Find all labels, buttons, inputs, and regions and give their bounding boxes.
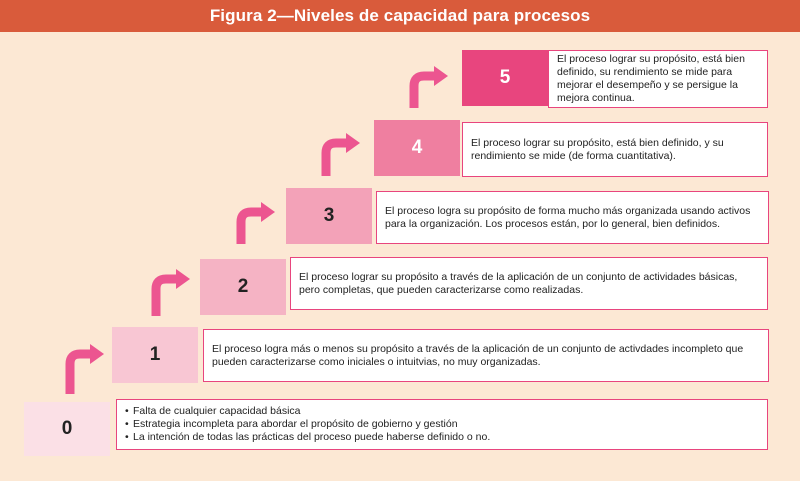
level-3-box: 3 bbox=[286, 188, 372, 244]
level-4-text: El proceso lograr su propósito, está bie… bbox=[471, 136, 724, 162]
arrow-icon-1-to-2 bbox=[151, 274, 176, 316]
arrow-icon-4-to-5 bbox=[409, 71, 434, 108]
staircase-arrows bbox=[65, 66, 448, 394]
arrow-head-icon-4-to-5 bbox=[434, 66, 448, 86]
level-0-bullet: La intención de todas las prácticas del … bbox=[125, 431, 490, 444]
arrow-head-icon-3-to-4 bbox=[346, 133, 360, 153]
figure-title: Figura 2—Niveles de capacidad para proce… bbox=[0, 0, 800, 32]
level-2-text: El proceso lograr su propósito a través … bbox=[299, 270, 738, 296]
arrow-head-icon-1-to-2 bbox=[176, 269, 190, 289]
arrow-head-icon-0-to-1 bbox=[90, 344, 104, 364]
arrow-head-icon-2-to-3 bbox=[261, 202, 275, 222]
level-0-bullet: Falta de cualquier capacidad básica bbox=[125, 405, 490, 418]
arrow-icon-2-to-3 bbox=[236, 207, 261, 244]
level-5-description: El proceso lograr su propósito, está bie… bbox=[548, 50, 768, 108]
level-1-box: 1 bbox=[112, 327, 198, 383]
level-0-description: Falta de cualquier capacidad básica Estr… bbox=[116, 399, 768, 450]
level-1-description: El proceso logra más o menos su propósit… bbox=[203, 329, 769, 382]
level-3-description: El proceso logra su propósito de forma m… bbox=[376, 191, 769, 244]
level-0-bullet: Estrategia incompleta para abordar el pr… bbox=[125, 418, 490, 431]
level-4-box: 4 bbox=[374, 120, 460, 176]
level-0-bullet-list: Falta de cualquier capacidad básica Estr… bbox=[125, 405, 490, 444]
level-0-box: 0 bbox=[24, 402, 110, 456]
level-2-description: El proceso lograr su propósito a través … bbox=[290, 257, 768, 310]
level-2-box: 2 bbox=[200, 259, 286, 315]
level-5-box: 5 bbox=[462, 50, 548, 106]
diagram-canvas: 0 Falta de cualquier capacidad básica Es… bbox=[0, 32, 800, 481]
arrow-icon-3-to-4 bbox=[321, 138, 346, 176]
level-5-text: El proceso lograr su propósito, está bie… bbox=[557, 53, 745, 104]
level-1-text: El proceso logra más o menos su propósit… bbox=[212, 342, 744, 368]
level-3-text: El proceso logra su propósito de forma m… bbox=[385, 204, 751, 230]
arrow-icon-0-to-1 bbox=[65, 349, 90, 394]
level-4-description: El proceso lograr su propósito, está bie… bbox=[462, 122, 768, 177]
